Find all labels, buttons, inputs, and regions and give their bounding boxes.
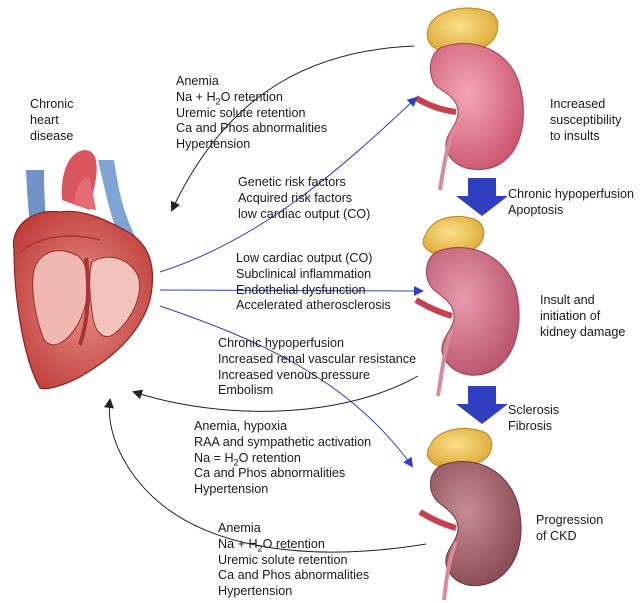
kidney-top-body xyxy=(430,43,524,171)
arrow-heart-to-kidney-bottom xyxy=(159,305,414,468)
heart-illustration xyxy=(12,150,154,390)
kidney-top-label: Increased susceptibility to insults xyxy=(550,97,621,144)
factor-item: Hypertension xyxy=(218,584,293,599)
transition-label-line: Apoptosis xyxy=(508,202,564,217)
heart-wall-line xyxy=(19,235,101,253)
ureter-top xyxy=(438,125,458,191)
factor-item: Ca and Phos abnormalities xyxy=(176,121,328,136)
kidney-mid-label-line: Insult and xyxy=(540,293,595,307)
kidney-top-label-line: susceptibility xyxy=(550,112,622,127)
heart-chamber-left xyxy=(32,250,89,346)
adrenal-gland-bottom xyxy=(426,428,493,469)
factor-subscript: 2 xyxy=(233,457,239,468)
factor-text: Na + H xyxy=(218,536,258,551)
factors-heart-to-kidney-risk: Genetic risk factors Acquired risk facto… xyxy=(238,175,370,222)
factor-item: Accelerated atherosclerosis xyxy=(236,298,391,313)
factor-item: Anemia xyxy=(218,521,261,535)
arrow-heart-to-kidney-mid xyxy=(159,285,424,296)
factor-item: Ca and Phos abnormalities xyxy=(194,466,346,481)
factors-heart-to-kidney-mid: Low cardiac output (CO) Subclinical infl… xyxy=(236,251,391,314)
factor-item: Ca and Phos abnormalities xyxy=(218,568,370,583)
heart-label: Chronic heart disease xyxy=(30,97,73,144)
factors-kidney-to-heart-bottom: Anemia Na + H2O retention Uremic solute … xyxy=(218,521,369,600)
factor-subscript: 2 xyxy=(215,96,221,107)
factor-item: low cardiac output (CO) xyxy=(238,206,371,221)
renal-vessel-mid xyxy=(414,297,453,319)
heart-label-line: Chronic xyxy=(30,97,74,111)
heart-septum xyxy=(78,257,90,346)
factor-item: Anemia, hypoxia xyxy=(194,419,288,433)
kidney-mid-label-line: kidney damage xyxy=(540,324,626,339)
factor-text: O retention xyxy=(220,89,283,104)
progression-arrow-1 xyxy=(456,178,508,216)
heart-chamber-right xyxy=(89,256,140,337)
factor-item-na-h2o: Na + H2O retention xyxy=(176,90,327,106)
kidney-middle xyxy=(414,216,520,397)
pulmonary-vessel xyxy=(98,160,135,240)
factor-item-na-h2o: Na = H2O retention xyxy=(194,451,371,467)
transition-label-line: Fibrosis xyxy=(508,418,553,433)
adrenal-gland-top xyxy=(426,7,499,54)
factor-subscript: 2 xyxy=(257,543,263,554)
factors-kidney-to-heart-mid: Anemia, hypoxia RAA and sympathetic acti… xyxy=(194,419,371,498)
arrow-kidney-mid-to-heart xyxy=(132,375,419,412)
kidney-top-label-line: to insults xyxy=(550,128,600,143)
factor-text: O retention xyxy=(238,450,301,465)
kidney-bottom-label-line: Progression xyxy=(536,513,604,527)
factor-item: Chronic hypoperfusion xyxy=(218,336,345,350)
progression-arrow-2 xyxy=(456,386,508,424)
factors-kidney-to-heart-top: Anemia Na + H2O retention Uremic solute … xyxy=(176,74,327,153)
kidney-bottom xyxy=(418,428,522,601)
kidney-mid-label: Insult and initiation of kidney damage xyxy=(540,293,625,340)
ureter-mid xyxy=(436,329,454,397)
transition-label-line: Sclerosis xyxy=(508,403,560,417)
kidney-top xyxy=(414,7,524,191)
factors-heart-to-kidney-low: Chronic hypoperfusion Increased renal va… xyxy=(218,336,416,399)
renal-vessel-top xyxy=(414,95,457,115)
factor-text: O retention xyxy=(262,536,325,551)
transition-label-line: Chronic hypoperfusion xyxy=(508,187,635,201)
kidney-mid-label-line: initiation of xyxy=(540,308,601,323)
factor-item: Hypertension xyxy=(176,137,251,152)
factor-item: Genetic risk factors xyxy=(238,175,346,189)
arrow-kidney-top-to-heart xyxy=(170,45,415,212)
renal-vessel-bottom xyxy=(418,509,457,531)
factor-item: Anemia xyxy=(176,74,219,88)
factor-item: Increased venous pressure xyxy=(218,367,370,382)
factor-item: Subclinical inflammation xyxy=(236,266,372,281)
ureter-bottom xyxy=(442,541,458,601)
kidney-top-label-line: Increased xyxy=(550,97,606,111)
kidney-bottom-label: Progression of CKD xyxy=(536,513,603,545)
factor-item: Hypertension xyxy=(194,482,269,497)
arrow-heart-to-kidney-top xyxy=(159,96,418,273)
aorta-branch xyxy=(74,177,96,210)
kidney-bottom-label-line: of CKD xyxy=(536,528,577,543)
factor-item: Acquired risk factors xyxy=(238,190,353,205)
heart-label-line: disease xyxy=(30,128,74,143)
factor-text: Na + H xyxy=(176,89,216,104)
factor-item: Embolism xyxy=(218,383,274,398)
factor-item: Increased renal vascular resistance xyxy=(218,351,417,366)
arrow-kidney-bottom-to-heart xyxy=(103,398,427,553)
transition-label-2: Sclerosis Fibrosis xyxy=(508,403,559,435)
factor-item-na-h2o: Na + H2O retention xyxy=(218,537,369,553)
factor-item: Endothelial dysfunction xyxy=(236,282,366,297)
transition-label-1: Chronic hypoperfusion Apoptosis xyxy=(508,187,634,219)
factor-item: RAA and sympathetic activation xyxy=(194,434,372,449)
factor-text: Na = H xyxy=(194,450,234,465)
heart-label-line: heart xyxy=(30,112,59,127)
factor-item: Uremic solute retention xyxy=(176,105,306,120)
factor-item: Uremic solute retention xyxy=(218,552,348,567)
factor-item: Low cardiac output (CO) xyxy=(236,251,373,265)
